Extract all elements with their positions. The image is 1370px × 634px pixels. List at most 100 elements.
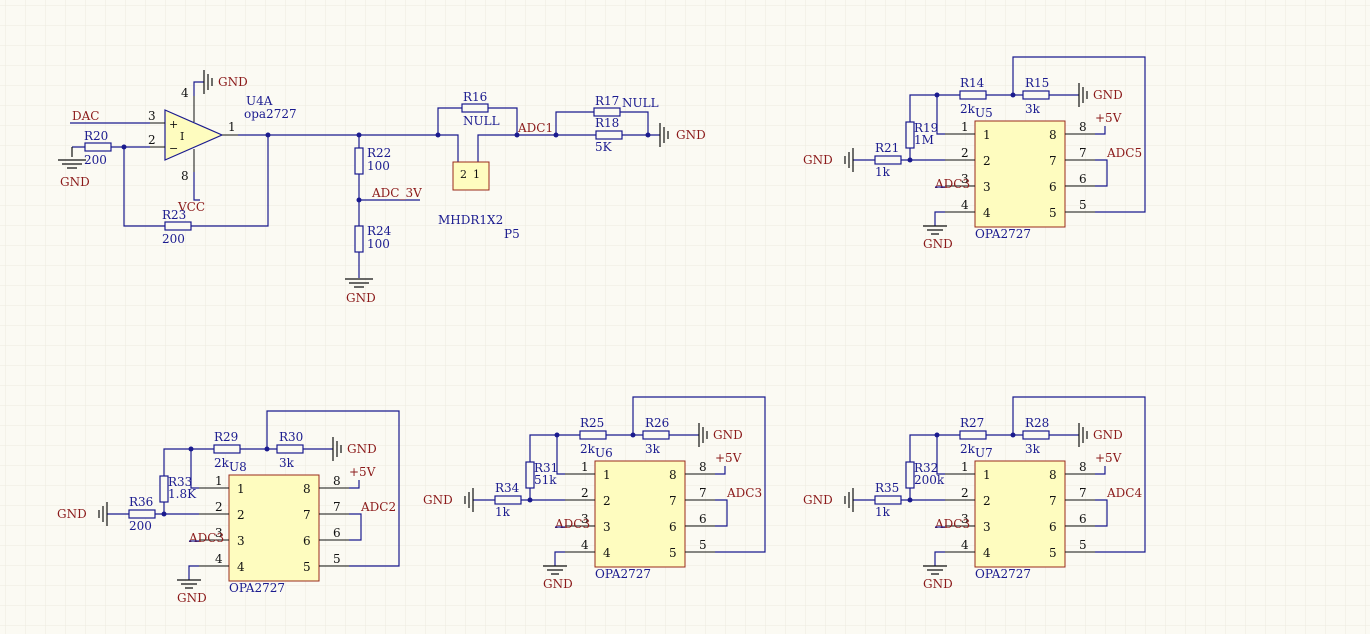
pin-inner-number: 3 <box>237 534 245 548</box>
pwr-label: +5V <box>1095 451 1122 465</box>
pin-inner-number: 2 <box>983 154 991 168</box>
pin-inner-number: 6 <box>669 520 677 534</box>
header-p5[interactable] <box>452 161 490 191</box>
wire-vcc <box>193 172 200 201</box>
resistor-r30[interactable] <box>276 444 304 454</box>
resistor-r28[interactable] <box>1022 430 1050 440</box>
resistor-r17[interactable] <box>593 107 621 117</box>
chip-block-u6: 1188227733664455U6OPA2727R252kR263kGNDR3… <box>423 396 766 591</box>
gnd-label: GND <box>423 493 453 507</box>
gnd-symbol <box>844 148 854 172</box>
pin-number: 1 <box>215 474 223 488</box>
resistor-r15[interactable] <box>1022 90 1050 100</box>
ic-u5[interactable] <box>974 120 1066 228</box>
resistor-r36[interactable] <box>128 509 156 519</box>
pin-number: 5 <box>1079 538 1087 552</box>
resistor-r26[interactable] <box>642 430 670 440</box>
u4a-designator: U4A <box>246 94 273 108</box>
rb-designator: R26 <box>645 416 669 430</box>
wire-feedback <box>123 135 269 227</box>
pin-number: 2 <box>961 146 969 160</box>
rin-designator: R21 <box>875 141 899 155</box>
resistor-r24[interactable] <box>354 225 364 253</box>
gnd-symbol <box>464 488 474 512</box>
r18-value: 5K <box>595 140 613 154</box>
resistor-r20[interactable] <box>84 142 112 152</box>
resistor-r31[interactable] <box>525 461 535 489</box>
resistor-r27[interactable] <box>959 430 987 440</box>
pin-inner-number: 1 <box>237 482 245 496</box>
pin8: 8 <box>181 169 189 183</box>
resistor-r14[interactable] <box>959 90 987 100</box>
adc-in-label: ADC3 <box>188 531 224 545</box>
gnd-label: GND <box>1093 88 1123 102</box>
pin-inner-number: 7 <box>1049 494 1057 508</box>
ic-u6[interactable] <box>594 460 686 568</box>
gnd-label: GND <box>1093 428 1123 442</box>
ra-designator: R29 <box>214 430 238 444</box>
pin-inner-number: 4 <box>983 206 991 220</box>
rc-designator: R32 <box>914 461 938 475</box>
wire-u5 <box>909 56 1146 226</box>
r24-designator: R24 <box>367 224 392 238</box>
pin-inner-number: 1 <box>983 128 991 142</box>
rin-value: 1k <box>875 505 891 519</box>
pin-inner-number: 6 <box>1049 520 1057 534</box>
ra-value: 2k <box>960 102 976 116</box>
r22-value: 100 <box>367 159 390 173</box>
resistor-r32[interactable] <box>905 461 915 489</box>
resistor-r21[interactable] <box>874 155 902 165</box>
pin-number: 6 <box>699 512 707 526</box>
rb-value: 3k <box>1025 102 1041 116</box>
r17-value: NULL <box>622 96 659 110</box>
opamp-u4a[interactable] <box>164 109 224 161</box>
pin-number: 8 <box>699 460 707 474</box>
r17-designator: R17 <box>595 94 619 108</box>
pin-inner-number: 7 <box>669 494 677 508</box>
resistor-r18[interactable] <box>595 130 623 140</box>
ic-pins <box>565 473 715 553</box>
r18-designator: R18 <box>595 116 619 130</box>
ic-u7[interactable] <box>974 460 1066 568</box>
gnd-symbol <box>1078 423 1088 447</box>
opamp-plus-sign: + <box>169 118 178 131</box>
wire-u6 <box>529 396 766 566</box>
gnd-symbol-r18 <box>659 123 669 147</box>
pin-inner-number: 8 <box>1049 468 1057 482</box>
junction <box>188 446 194 452</box>
pin-inner-number: 4 <box>983 546 991 560</box>
r16-value: NULL <box>463 114 500 128</box>
resistor-r33[interactable] <box>159 475 169 503</box>
resistor-r19[interactable] <box>905 121 915 149</box>
adc-out-label: ADC2 <box>360 500 396 514</box>
resistor-r23[interactable] <box>164 221 192 231</box>
chip-block-u5: 1188227733664455U5OPA2727R142kR153kGNDR1… <box>803 56 1146 251</box>
rc-value: 1M <box>914 133 934 147</box>
resistor-r34[interactable] <box>494 495 522 505</box>
p5-designator: P5 <box>504 227 520 241</box>
pin-number: 8 <box>1079 460 1087 474</box>
gnd-symbol-top <box>203 70 213 94</box>
pin-inner-number: 8 <box>303 482 311 496</box>
gnd-symbol <box>1078 83 1088 107</box>
resistor-r35[interactable] <box>874 495 902 505</box>
pin-number: 6 <box>333 526 341 540</box>
resistor-r16[interactable] <box>461 103 489 113</box>
resistor-r22[interactable] <box>354 147 364 175</box>
pin-number: 2 <box>961 486 969 500</box>
gnd-label-r24: GND <box>346 291 376 305</box>
opamp-pins <box>150 96 238 172</box>
junction <box>264 446 270 452</box>
gnd-symbol-r24 <box>345 278 373 288</box>
pin-number: 4 <box>961 198 969 212</box>
chip-blocks: 1188227733664455U5OPA2727R142kR153kGNDR1… <box>57 56 1146 605</box>
resistor-r29[interactable] <box>213 444 241 454</box>
pin-inner-number: 6 <box>1049 180 1057 194</box>
resistor-r25[interactable] <box>579 430 607 440</box>
ic-u8[interactable] <box>228 474 320 582</box>
pin-number: 6 <box>1079 172 1087 186</box>
chip-block-u8: 1188227733664455U8OPA2727R292kR303kGNDR3… <box>57 410 400 605</box>
gnd-symbol <box>698 423 708 447</box>
pin-inner-number: 4 <box>603 546 611 560</box>
